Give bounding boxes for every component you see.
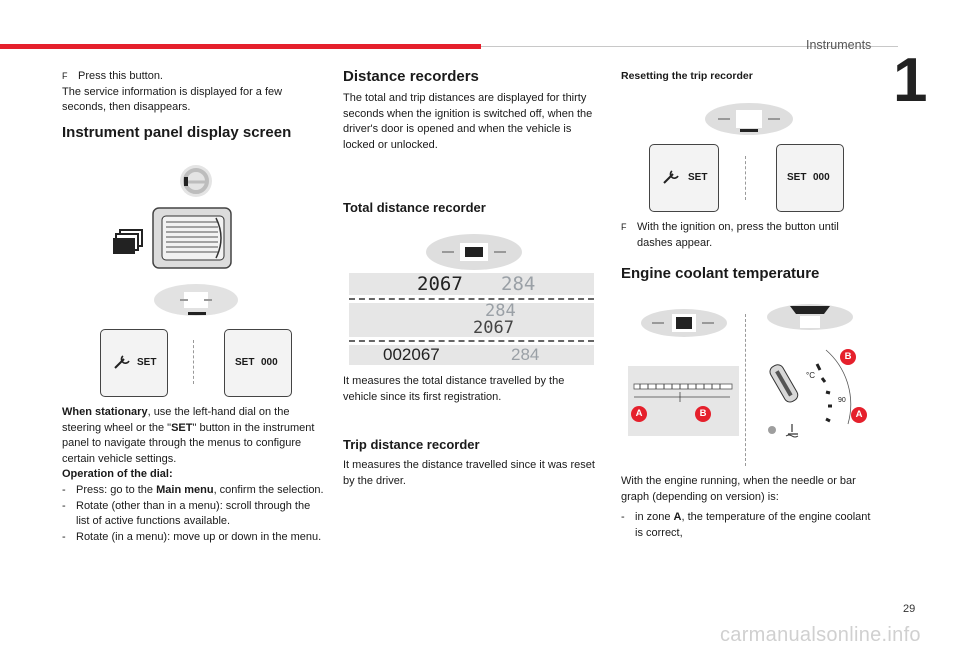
distance-recorders-text: The total and trip distances are display… (343, 92, 593, 151)
gauge-unit: °C (806, 371, 815, 380)
coolant-heading: Engine coolant temperature (621, 265, 820, 282)
instrument-cluster-icon (154, 284, 238, 316)
intro-text: The service information is displayed for… (62, 85, 283, 114)
bullet-icon: F (62, 71, 68, 81)
set-value: 000 (813, 172, 830, 183)
instrument-cluster-icon (705, 103, 793, 135)
operation-heading: Operation of the dial: (62, 468, 173, 481)
menu-stack-icon (113, 229, 143, 254)
indicator-light (768, 426, 776, 434)
odometer-display-1: 2067 284 (349, 273, 594, 295)
operation-item-rotate-menu: -Rotate (in a menu): move up or down in … (62, 530, 322, 543)
trip-value: 284 (485, 301, 516, 321)
steering-wheel-icon (180, 165, 212, 197)
watermark: carmanualsonline.info (720, 624, 921, 646)
set-button-reset: SET 000 (776, 144, 844, 212)
coolant-text: With the engine running, when the needle… (621, 475, 856, 503)
reset-trip-heading: Resetting the trip recorder (621, 70, 753, 82)
zone-b-marker: B (695, 406, 711, 422)
set-button-idle: SET (649, 144, 719, 212)
coolant-bar-graph (633, 383, 733, 402)
set-button-reset: SET 000 (224, 329, 292, 397)
navigation-text-block: When stationary, use the left-hand dial … (62, 405, 324, 545)
when-stationary-text: When stationary, use the left-hand dial … (62, 406, 315, 465)
gauge-needle (769, 364, 799, 403)
divider (193, 340, 195, 384)
header-red-bar (0, 44, 481, 49)
instrument-cluster-icon (641, 309, 727, 337)
set-button-idle: SET (100, 329, 168, 397)
set-label: SET (235, 357, 255, 368)
divider (745, 156, 747, 200)
odometer-display-2: 284 2067 (349, 301, 594, 338)
thumbwheel-dial-icon (152, 207, 232, 269)
total-value: 2067 (473, 318, 514, 338)
zone-b-marker: B (840, 349, 856, 365)
coolant-icon (785, 424, 799, 438)
bullet-icon: F (621, 222, 627, 232)
trip-value: 284 (501, 273, 536, 295)
chapter-number: 1 (893, 46, 928, 115)
trip-distance-heading: Trip distance recorder (343, 437, 480, 452)
total-value: 2067 (417, 273, 463, 295)
wrench-icon (663, 170, 679, 184)
instrument-cluster-icon (426, 234, 522, 270)
divider (349, 298, 594, 300)
wrench-icon (114, 355, 130, 369)
gauge-mark: 90 (838, 397, 846, 404)
instrument-panel-figure (113, 165, 238, 316)
bar-graph-panel: A B (628, 366, 739, 436)
distance-recorders-heading: Distance recorders (343, 68, 479, 85)
trip-distance-text: It measures the distance travelled since… (343, 459, 595, 487)
header-rule (481, 46, 898, 47)
zone-a-marker: A (631, 406, 647, 422)
set-label: SET (137, 357, 157, 368)
operation-item-press: -Press: go to the Main menu, confirm the… (62, 483, 324, 496)
set-label: SET (688, 172, 708, 183)
total-distance-heading: Total distance recorder (343, 200, 486, 215)
chapter-title: Instruments (806, 38, 872, 52)
total-distance-text: It measures the total distance travelled… (343, 375, 565, 403)
zone-a-item: -in zone A, the temperature of the engin… (621, 511, 871, 539)
total-value: 002067 (383, 345, 440, 364)
page-number: 29 (903, 603, 916, 615)
odometer-display-3: 002067 284 (349, 345, 594, 365)
set-value: 000 (261, 357, 278, 368)
trip-value: 284 (511, 345, 540, 364)
instrument-cluster-icon (767, 304, 853, 330)
coolant-needle-gauge: °C 90 (768, 349, 852, 438)
divider (349, 340, 594, 342)
divider (745, 314, 747, 466)
set-label: SET (787, 172, 807, 183)
operation-item-rotate: -Rotate (other than in a menu): scroll t… (62, 499, 311, 528)
zone-a-marker: A (851, 407, 867, 423)
instrument-panel-heading: Instrument panel display screen (62, 124, 292, 141)
